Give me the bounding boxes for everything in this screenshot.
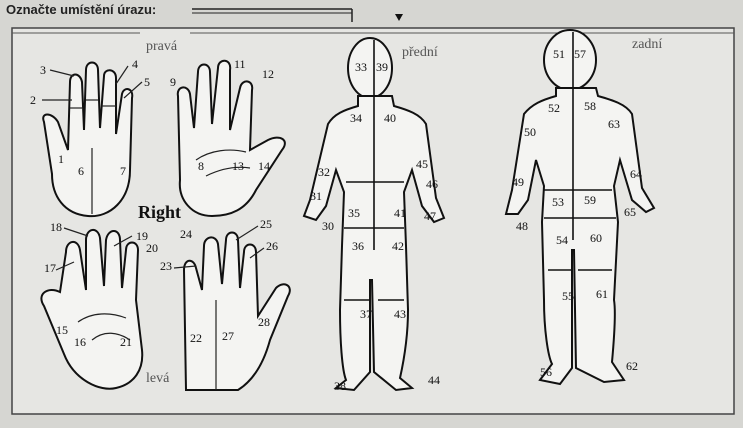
region-16: 16 <box>74 335 86 349</box>
region-42: 42 <box>392 239 404 253</box>
label-center: Right <box>138 202 181 222</box>
region-48: 48 <box>516 219 528 233</box>
region-51: 51 <box>553 47 565 61</box>
region-12: 12 <box>262 67 274 81</box>
region-22: 22 <box>190 331 202 345</box>
region-4: 4 <box>132 57 138 71</box>
region-33: 33 <box>355 60 367 74</box>
region-7: 7 <box>120 164 126 178</box>
region-46: 46 <box>426 177 438 191</box>
region-57: 57 <box>574 47 586 61</box>
region-30: 30 <box>322 219 334 233</box>
region-63: 63 <box>608 117 620 131</box>
region-47: 47 <box>424 209 436 223</box>
region-61: 61 <box>596 287 608 301</box>
answer-field[interactable] <box>192 9 352 22</box>
region-39: 39 <box>376 60 388 74</box>
region-36: 36 <box>352 239 364 253</box>
label-right-side: pravá <box>146 39 178 54</box>
region-15: 15 <box>56 323 68 337</box>
label-back: zadní <box>632 37 662 52</box>
region-52: 52 <box>548 101 560 115</box>
region-41: 41 <box>394 206 406 220</box>
region-53: 53 <box>552 195 564 209</box>
region-11: 11 <box>234 57 246 71</box>
region-55: 55 <box>562 289 574 303</box>
region-21: 21 <box>120 335 132 349</box>
region-1: 1 <box>58 152 64 166</box>
region-62: 62 <box>626 359 638 373</box>
region-40: 40 <box>384 111 396 125</box>
label-front: přední <box>402 45 438 60</box>
region-3: 3 <box>40 63 46 77</box>
region-54: 54 <box>556 233 568 247</box>
region-25: 25 <box>260 217 272 231</box>
region-45: 45 <box>416 157 428 171</box>
marker-triangle-icon <box>395 14 403 21</box>
region-59: 59 <box>584 193 596 207</box>
region-38: 38 <box>334 379 346 393</box>
region-20: 20 <box>146 241 158 255</box>
region-17: 17 <box>44 261 56 275</box>
region-28: 28 <box>258 315 270 329</box>
region-26: 26 <box>266 239 278 253</box>
region-32: 32 <box>318 165 330 179</box>
region-6: 6 <box>78 164 84 178</box>
region-58: 58 <box>584 99 596 113</box>
region-44: 44 <box>428 373 440 387</box>
region-5: 5 <box>144 75 150 89</box>
region-14: 14 <box>258 159 270 173</box>
region-56: 56 <box>540 365 552 379</box>
region-13: 13 <box>232 159 244 173</box>
region-50: 50 <box>524 125 536 139</box>
region-43: 43 <box>394 307 406 321</box>
region-18: 18 <box>50 220 62 234</box>
region-27: 27 <box>222 329 234 343</box>
label-left-side: levá <box>146 371 170 386</box>
region-35: 35 <box>348 206 360 220</box>
region-9: 9 <box>170 75 176 89</box>
region-31: 31 <box>310 189 322 203</box>
region-60: 60 <box>590 231 602 245</box>
region-24: 24 <box>180 227 192 241</box>
region-49: 49 <box>512 175 524 189</box>
region-23: 23 <box>160 259 172 273</box>
region-8: 8 <box>198 159 204 173</box>
region-65: 65 <box>624 205 636 219</box>
region-34: 34 <box>350 111 362 125</box>
region-64: 64 <box>630 167 642 181</box>
region-2: 2 <box>30 93 36 107</box>
region-37: 37 <box>360 307 372 321</box>
